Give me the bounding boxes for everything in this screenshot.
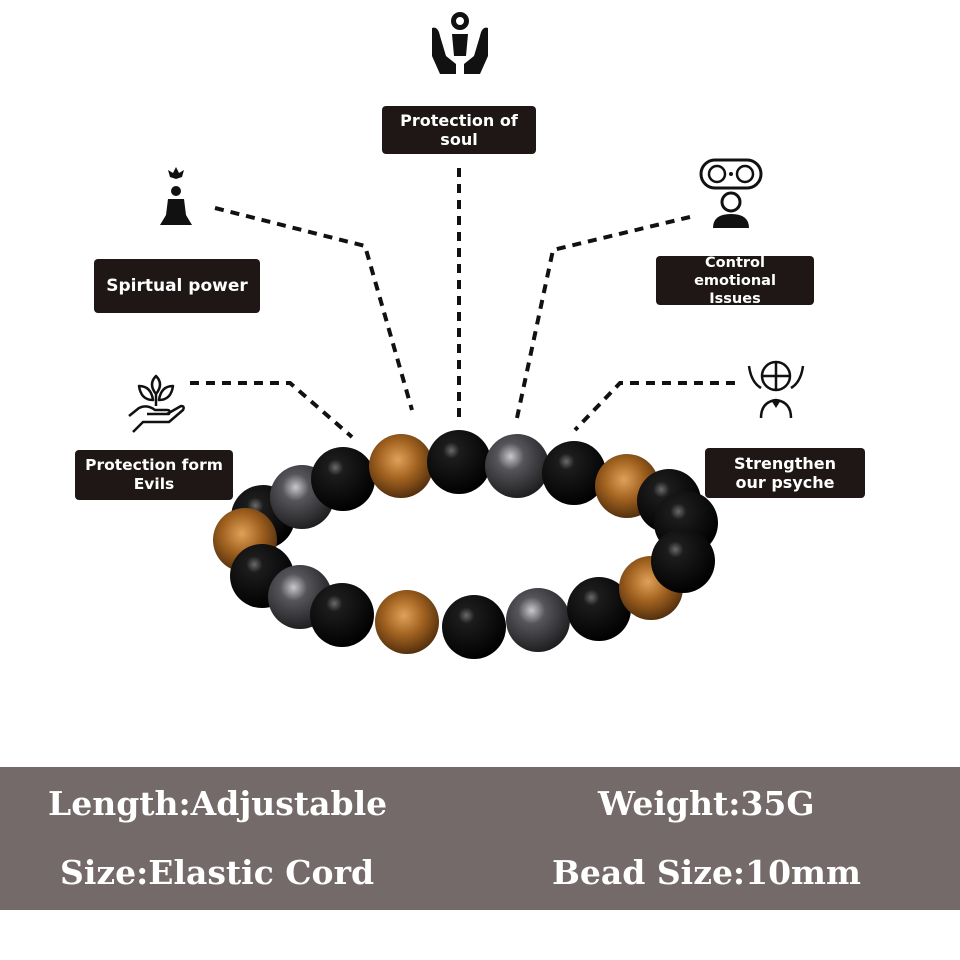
callout-line: Protection form [85, 456, 223, 474]
callout-line: Strengthen [733, 454, 837, 473]
connector-spirit [214, 206, 414, 411]
spec-bead-size: Bead Size:10mm [552, 853, 861, 892]
callout-line: soul [440, 130, 478, 149]
hand-plant-icon [128, 374, 185, 433]
connector-evils [190, 381, 354, 439]
tiger-eye-bead [369, 434, 433, 498]
spec-band [0, 767, 960, 910]
onyx-bead [651, 529, 715, 593]
spec-size: Size:Elastic Cord [60, 853, 375, 892]
onyx-bead [567, 577, 631, 641]
onyx-bead [442, 595, 506, 659]
tiger-eye-bead [375, 590, 439, 654]
strong-mind-icon [747, 360, 805, 419]
onyx-bead [310, 583, 374, 647]
callout-line: Spirtual power [106, 275, 248, 296]
onyx-bead [311, 447, 375, 511]
callout-line: our psyche [735, 473, 835, 492]
onyx-bead [427, 430, 491, 494]
praying-hands-icon [432, 12, 488, 75]
hematite-bead [506, 588, 570, 652]
spec-length: Length:Adjustable [48, 784, 388, 823]
callout-line: Issues [709, 290, 761, 307]
connector-psyche [573, 381, 735, 432]
emotion-control-icon [699, 158, 763, 228]
meditation-icon [160, 167, 192, 225]
onyx-bead [542, 441, 606, 505]
callout-line: Control emotional [694, 254, 776, 289]
spec-weight: Weight:35G [598, 784, 815, 823]
callout-line: Evils [133, 475, 175, 493]
callout-line: Protection of [400, 111, 518, 130]
hematite-bead [485, 434, 549, 498]
callout-spiritual-power: Spirtual power [94, 259, 260, 313]
